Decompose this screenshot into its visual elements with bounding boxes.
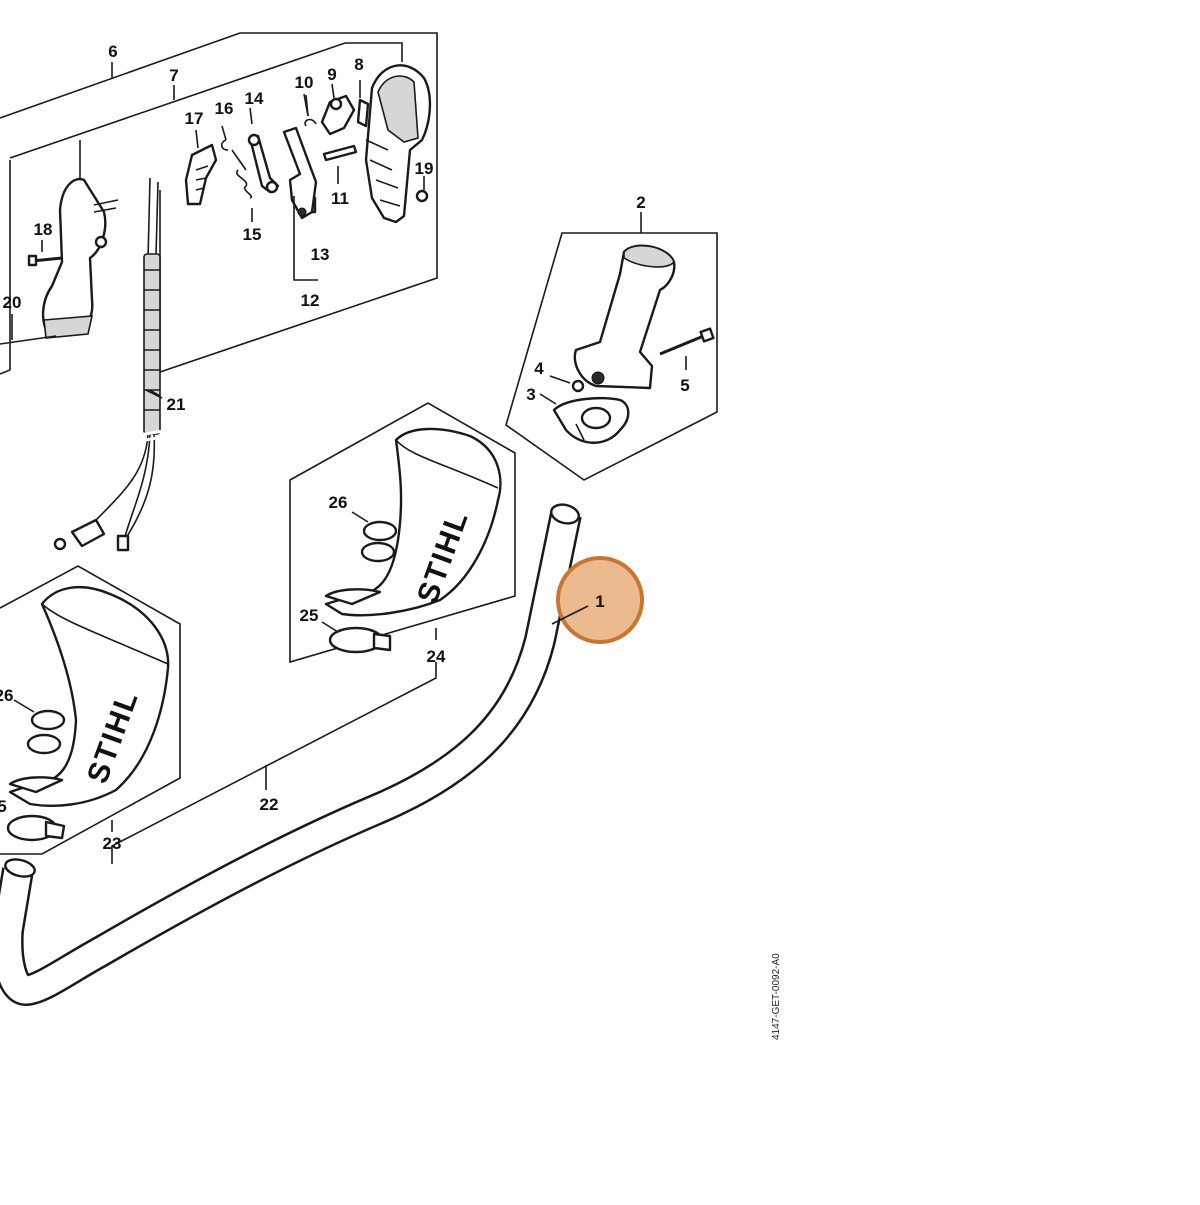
callout-13[interactable]: 13	[311, 245, 330, 264]
highlight-callout-1[interactable]	[551, 556, 644, 644]
leader-lines	[11, 93, 425, 397]
callout-10[interactable]: 10	[295, 73, 314, 92]
bracket-22	[111, 662, 437, 864]
screw-5[interactable]	[659, 327, 715, 370]
callout-6[interactable]: 6	[108, 42, 117, 61]
stop-switch[interactable]	[304, 83, 356, 136]
throttle-trigger[interactable]	[282, 126, 318, 281]
trigger-parts[interactable]	[184, 125, 317, 214]
callout-15[interactable]: 15	[243, 225, 262, 244]
pin-11[interactable]	[322, 144, 358, 184]
callout-18[interactable]: 18	[34, 220, 53, 239]
callout-12[interactable]: 12	[301, 291, 320, 310]
callout-17[interactable]: 17	[185, 109, 204, 128]
callout-14[interactable]: 14	[245, 89, 264, 108]
callout-11[interactable]: 11	[331, 189, 349, 208]
callout-23[interactable]: 23	[103, 834, 122, 853]
callout-25[interactable]: 25	[300, 606, 319, 625]
callout-9[interactable]: 9	[327, 65, 336, 84]
callout-26-left[interactable]: 26	[0, 686, 13, 705]
handle-tube[interactable]	[0, 502, 582, 1007]
screw-18[interactable]	[27, 240, 63, 267]
callout-3[interactable]: 3	[526, 385, 535, 404]
loop-handle-grip[interactable]	[552, 244, 676, 444]
callout-26-right[interactable]: 26	[329, 493, 348, 512]
handle-shell[interactable]	[356, 64, 432, 224]
callout-4[interactable]: 4	[534, 359, 544, 378]
control-handle-housing[interactable]	[0, 177, 119, 345]
callout-24[interactable]: 24	[427, 647, 446, 666]
callout-5-left[interactable]: 5	[0, 797, 7, 816]
barrier-guard-left[interactable]: STIHL	[8, 586, 170, 807]
nut-4[interactable]	[539, 375, 585, 405]
loop-handle-group	[505, 212, 718, 481]
callout-7[interactable]: 7	[169, 66, 178, 85]
callout-20[interactable]: 20	[3, 293, 22, 312]
callout-19[interactable]: 19	[415, 159, 434, 178]
hose-clamp-left[interactable]	[6, 814, 66, 842]
callout-1[interactable]: 1	[595, 592, 604, 611]
callout-labels: 1 2 3 4 5 6 7 8 9 10 11 12 13 14 15 16 1…	[0, 42, 690, 853]
callout-8[interactable]: 8	[354, 55, 363, 74]
callout-2[interactable]: 2	[636, 193, 645, 212]
throttle-cable[interactable]	[53, 177, 171, 552]
barrier-group-23	[0, 565, 181, 855]
hose-clamp-25[interactable]	[321, 621, 392, 654]
callout-16[interactable]: 16	[215, 99, 234, 118]
callout-21[interactable]: 21	[167, 395, 186, 414]
callout-5[interactable]: 5	[680, 376, 689, 395]
barrier-group-24	[289, 402, 516, 664]
callout-22[interactable]: 22	[260, 795, 279, 814]
reference-code: 4147-GET-0092-A0	[771, 953, 782, 1040]
barrier-guard-right[interactable]: STIHL	[324, 427, 502, 617]
